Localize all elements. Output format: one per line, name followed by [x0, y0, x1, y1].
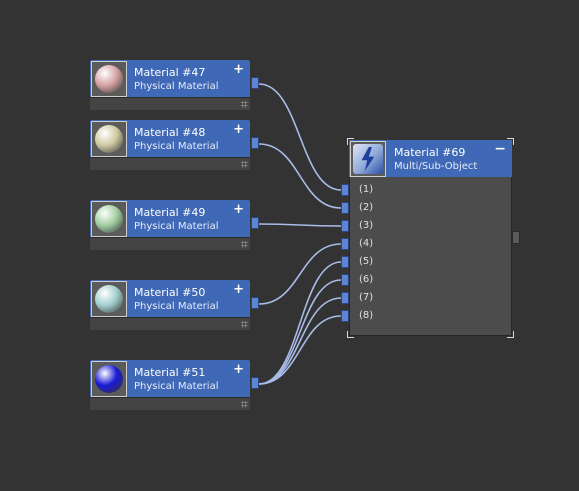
wire-6[interactable]: [258, 279, 342, 385]
material-preview: [91, 281, 127, 317]
input-socket-2[interactable]: [341, 202, 349, 214]
material-node-51[interactable]: Material #51 Physical Material +: [90, 360, 259, 410]
wire-4[interactable]: [258, 243, 342, 305]
output-socket[interactable]: [512, 231, 520, 244]
expand-button[interactable]: +: [233, 362, 244, 377]
node-title: Material #49: [134, 206, 206, 219]
slot-label: (1): [359, 184, 374, 195]
slot-label: (3): [359, 220, 374, 231]
output-socket[interactable]: [251, 377, 259, 389]
node-footer: [90, 397, 250, 410]
collapse-button[interactable]: −: [494, 141, 506, 157]
input-socket-8[interactable]: [341, 310, 349, 322]
output-socket[interactable]: [251, 137, 259, 149]
node-title: Material #51: [134, 366, 206, 379]
material-preview: [91, 61, 127, 97]
node-footer: [90, 237, 250, 250]
resize-grip-icon[interactable]: [241, 401, 248, 408]
resize-grip-icon[interactable]: [241, 161, 248, 168]
node-title: Material #50: [134, 286, 206, 299]
node-subtitle: Multi/Sub-Object: [394, 161, 478, 172]
material-node-50[interactable]: Material #50 Physical Material +: [90, 280, 259, 330]
material-preview: [91, 121, 127, 157]
input-socket-1[interactable]: [341, 184, 349, 196]
input-socket-4[interactable]: [341, 238, 349, 250]
expand-button[interactable]: +: [233, 122, 244, 137]
material-preview: [350, 141, 386, 177]
output-socket[interactable]: [251, 297, 259, 309]
output-socket[interactable]: [251, 77, 259, 89]
node-title: Material #47: [134, 66, 206, 79]
material-node-49[interactable]: Material #49 Physical Material +: [90, 200, 259, 250]
expand-button[interactable]: +: [233, 62, 244, 77]
expand-button[interactable]: +: [233, 282, 244, 297]
node-footer: [90, 157, 250, 170]
selection-corner: [507, 138, 514, 145]
input-socket-7[interactable]: [341, 292, 349, 304]
material-sphere-icon: [95, 205, 123, 233]
material-sphere-icon: [95, 125, 123, 153]
output-socket[interactable]: [251, 217, 259, 229]
wire-8[interactable]: [258, 315, 342, 385]
selection-corner: [507, 331, 514, 338]
material-sphere-icon: [95, 65, 123, 93]
material-node-48[interactable]: Material #48 Physical Material +: [90, 120, 259, 170]
node-subtitle: Physical Material: [134, 221, 219, 232]
node-subtitle: Physical Material: [134, 381, 219, 392]
node-title: Material #69: [394, 146, 466, 159]
multi-sub-object-icon: [353, 144, 383, 174]
wire-5[interactable]: [258, 261, 342, 385]
resize-grip-icon[interactable]: [241, 241, 248, 248]
resize-grip-icon[interactable]: [241, 321, 248, 328]
input-socket-5[interactable]: [341, 256, 349, 268]
slot-label: (4): [359, 238, 374, 249]
node-footer: [90, 97, 250, 110]
selection-corner: [347, 331, 354, 338]
node-subtitle: Physical Material: [134, 81, 219, 92]
material-preview: [91, 361, 127, 397]
multi-sub-object-node[interactable]: Material #69 Multi/Sub-Object − (1) (2) …: [341, 138, 514, 338]
input-socket-6[interactable]: [341, 274, 349, 286]
selection-corner: [347, 138, 354, 145]
wire-3[interactable]: [258, 223, 342, 227]
slot-label: (2): [359, 202, 374, 213]
node-footer: [90, 317, 250, 330]
node-title: Material #48: [134, 126, 206, 139]
wire-2[interactable]: [258, 143, 342, 209]
node-subtitle: Physical Material: [134, 141, 219, 152]
wire-7[interactable]: [258, 297, 342, 385]
input-socket-3[interactable]: [341, 220, 349, 232]
slot-label: (8): [359, 310, 374, 321]
wire-1[interactable]: [258, 83, 342, 191]
material-preview: [91, 201, 127, 237]
expand-button[interactable]: +: [233, 202, 244, 217]
material-sphere-icon: [95, 365, 123, 393]
slot-label: (5): [359, 256, 374, 267]
node-subtitle: Physical Material: [134, 301, 219, 312]
material-sphere-icon: [95, 285, 123, 313]
slot-label: (7): [359, 292, 374, 303]
resize-grip-icon[interactable]: [241, 101, 248, 108]
material-node-47[interactable]: Material #47 Physical Material +: [90, 60, 259, 110]
slot-label: (6): [359, 274, 374, 285]
